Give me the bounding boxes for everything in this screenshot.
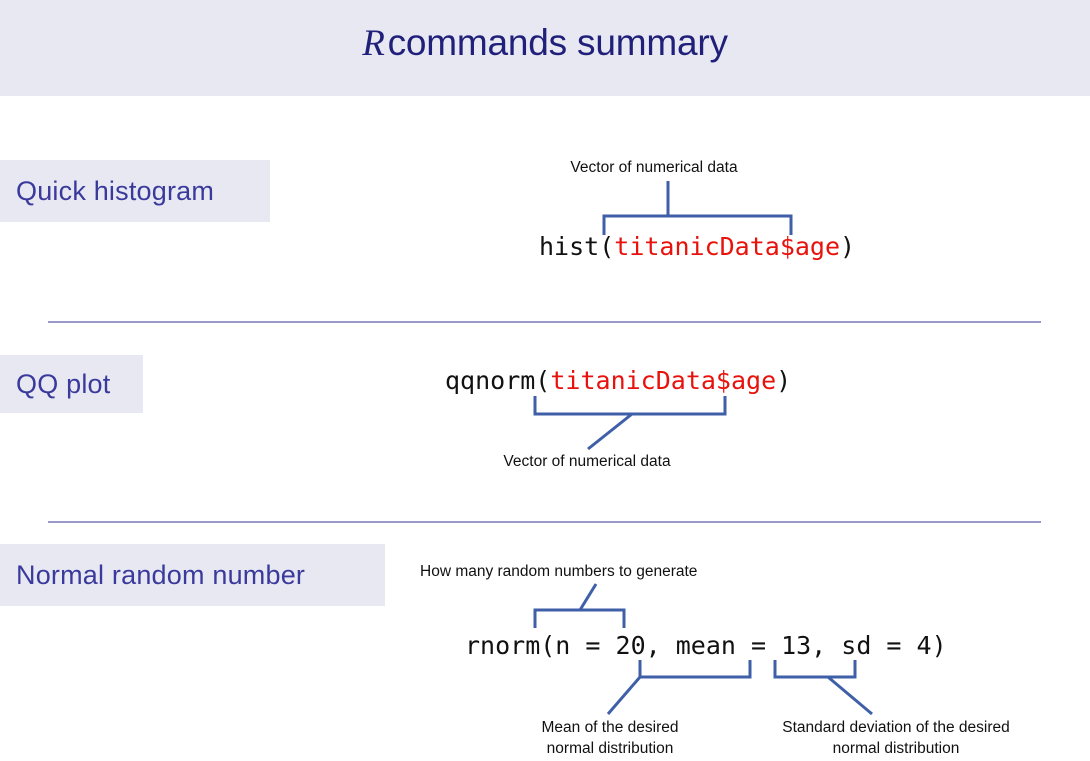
code-argument: titanicData$age: [550, 366, 777, 395]
section-label-qq-plot: QQ plot: [0, 355, 143, 413]
code-snippet-rnorm: rnorm(n = 20, mean = 13, sd = 4): [465, 631, 947, 660]
section-label-quick-histogram: Quick histogram: [0, 160, 270, 222]
code-snippet-qqnorm: qqnorm(titanicData$age): [445, 366, 791, 395]
title-rest: commands summary: [387, 22, 728, 63]
code-closing-paren: ): [776, 366, 792, 395]
annotation-how-many-random-numbers: How many random numbers to generate: [420, 563, 698, 580]
code-function-call: rnorm(n = 20, mean = 13, sd = 4): [465, 631, 947, 660]
page-title: Rcommands summary: [0, 22, 1090, 65]
bracket-qqnorm-argument: [533, 396, 727, 416]
title-r-letter: R: [362, 23, 385, 64]
code-function-name: qqnorm(: [445, 366, 551, 395]
leader-rnorm-n-annotation: [578, 583, 598, 611]
bracket-rnorm-mean: [638, 660, 752, 679]
leader-rnorm-mean-annotation: [606, 676, 642, 715]
section-label-normal-random-number: Normal random number: [0, 544, 385, 606]
code-argument: titanicData$age: [614, 232, 841, 261]
annotation-mean-of-desired-normal-distribution: Mean of the desired normal distribution: [541, 719, 679, 757]
code-snippet-hist: hist(titanicData$age): [539, 232, 855, 261]
annotation-vector-of-numerical-data-hist: Vector of numerical data: [570, 159, 738, 176]
annotation-standard-deviation-of-desired-normal-distribution: Standard deviation of the desired normal…: [782, 719, 1010, 757]
section-divider: [48, 321, 1041, 323]
code-function-name: hist(: [539, 232, 615, 261]
section-label-text: Normal random number: [16, 559, 306, 590]
section-divider: [48, 521, 1041, 523]
leader-qqnorm-annotation: [587, 412, 633, 451]
leader-rnorm-sd-annotation: [827, 675, 873, 716]
bracket-rnorm-sd: [773, 660, 857, 679]
section-label-text: QQ plot: [16, 368, 111, 399]
code-closing-paren: ): [840, 232, 856, 261]
annotation-vector-of-numerical-data-qq: Vector of numerical data: [503, 453, 671, 470]
header-band: [0, 0, 1090, 96]
section-label-text: Quick histogram: [16, 175, 215, 206]
bracket-rnorm-n: [533, 608, 626, 628]
